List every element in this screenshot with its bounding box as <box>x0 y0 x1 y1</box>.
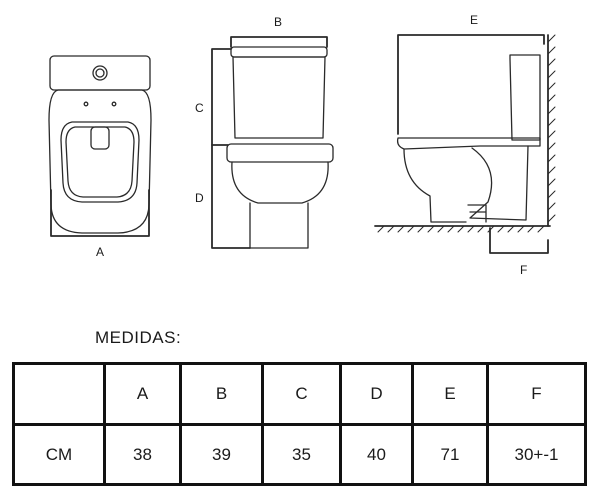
wall-hatching <box>547 34 556 223</box>
floor-hatching <box>377 225 545 233</box>
front-view <box>211 36 334 249</box>
seat-lid-outline <box>48 89 152 234</box>
side-view <box>396 34 549 254</box>
dim-line-e <box>397 34 545 135</box>
header-cell-e: E <box>411 362 489 426</box>
header-cell-a: A <box>103 362 182 426</box>
dim-line-b <box>230 36 328 48</box>
value-cell-a: 38 <box>103 423 182 486</box>
flush-button-inner <box>95 68 105 78</box>
table-row: CM 38 39 35 40 71 30+-1 <box>12 423 587 486</box>
trapway-side <box>469 145 529 221</box>
value-cell-f: 30+-1 <box>486 423 587 486</box>
top-view <box>48 55 152 237</box>
tank-top <box>49 55 151 91</box>
header-cell-c: C <box>261 362 342 426</box>
header-cell-d: D <box>339 362 414 426</box>
header-cell-b: B <box>179 362 264 426</box>
siphon-outlet <box>90 126 110 150</box>
dim-line-c <box>211 48 232 146</box>
seat-front <box>226 143 334 163</box>
bowl-opening-outer <box>60 121 140 203</box>
flush-button-outer <box>92 65 108 81</box>
table-header-row: A B C D E F <box>12 362 587 426</box>
value-cell-e: 71 <box>411 423 489 486</box>
value-cell-d: 40 <box>339 423 414 486</box>
label-f: F <box>520 263 527 277</box>
dim-line-a <box>50 189 150 237</box>
outlet-pipe <box>467 204 487 223</box>
value-cell-b: 39 <box>179 423 264 486</box>
pedestal-front <box>249 202 309 249</box>
measurements-table: A B C D E F CM 38 39 35 40 71 30+-1 <box>12 362 587 486</box>
floor-wall <box>374 34 551 227</box>
label-d: D <box>195 191 204 205</box>
tank-body <box>232 56 326 139</box>
label-a: A <box>96 245 104 259</box>
row-label-cm: CM <box>12 423 106 486</box>
dim-line-d <box>211 144 251 249</box>
value-cell-c: 35 <box>261 423 342 486</box>
label-e: E <box>470 13 478 27</box>
label-b: B <box>274 15 282 29</box>
bowl-side <box>403 148 467 223</box>
header-cell-empty <box>12 362 106 426</box>
seat-side <box>396 137 541 150</box>
label-c: C <box>195 101 204 115</box>
measurements-title: MEDIDAS: <box>95 328 182 347</box>
bowl-opening-inner <box>65 126 135 198</box>
tank-side <box>509 54 541 141</box>
toilet-dimension-diagram: A B C D E F <box>48 13 556 277</box>
bowl-front <box>231 161 329 204</box>
dim-line-f <box>489 227 549 254</box>
tank-lid <box>230 46 328 58</box>
header-cell-f: F <box>486 362 587 426</box>
